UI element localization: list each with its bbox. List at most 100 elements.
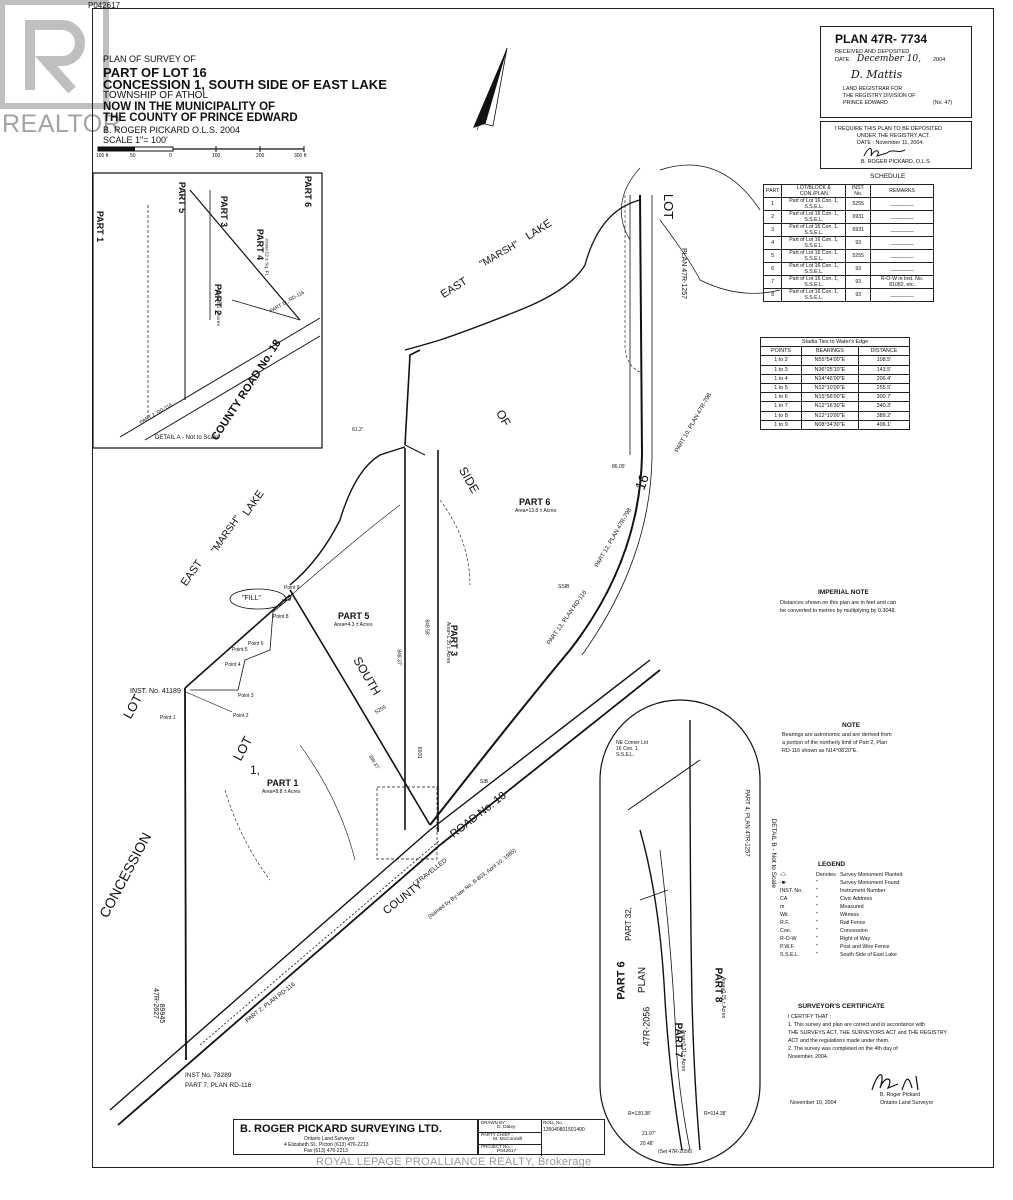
part3-notch	[404, 444, 426, 456]
detail-b-top-line	[627, 759, 701, 811]
label-sib: SIB	[480, 779, 489, 785]
title-line-7: B. ROGER PICKARD O.L.S. 2004	[103, 125, 241, 135]
certificate-line-2: THE SURVEYS ACT, THE SURVEYORS ACT and T…	[788, 1030, 947, 1036]
certificate-line-4: 2. The survey was completed on the 4th d…	[788, 1046, 898, 1052]
certificate-line-5: November, 2004.	[788, 1054, 829, 1060]
schedule-cell: 8	[762, 288, 783, 302]
marsh-edge-mid	[289, 446, 406, 586]
imperial-note-line-2: be converted to metres by multiplying by…	[780, 608, 896, 614]
requirement-line-1: I REQUIRE THIS PLAN TO BE DEPOSITED	[835, 126, 942, 132]
realtor-logo: REALTOR	[0, 0, 121, 140]
drawn-by: D. Daley	[497, 1125, 516, 1130]
certificate-line-3: ACT and the regulations made under them.	[788, 1038, 890, 1044]
legend-item: R-O-W"Right of Way	[780, 936, 871, 942]
label-inst-78289: INST No. 78289	[185, 1072, 232, 1079]
survey-sheet	[92, 8, 994, 1168]
label-dim-83-56: 86.05'	[612, 464, 626, 470]
drawing-info-block: DRAWN BY : D. Daley PARTY CHIEF : M. McC…	[478, 1119, 605, 1156]
registry-requirement-box: I REQUIRE THIS PLAN TO BE DEPOSITED UNDE…	[820, 121, 972, 169]
detail-a-part1: PART 1	[95, 210, 106, 243]
registrar-signature: D. Mattis	[851, 68, 903, 81]
detail-b-part8-area: Area=0.15 ± Acres	[720, 976, 727, 1019]
stadia-cell: 1 to 9	[760, 419, 802, 430]
plan-number: PLAN 47R- 7734	[835, 32, 928, 46]
imperial-note-line-1: Distances shown on this plan are in feet…	[780, 600, 896, 606]
scale-tick-2: 0	[169, 153, 172, 159]
detail-b-frame	[599, 699, 761, 1166]
plan-year: 2004	[933, 57, 946, 63]
plan-received: RECEIVED AND DEPOSITED	[835, 49, 910, 55]
legend-item: P.W.F."Post and Wire Fence	[780, 944, 890, 950]
party-chief-label: PARTY CHIEF :	[481, 1132, 513, 1137]
plan-date-value: December 10,	[857, 54, 922, 64]
stadia-table: Stadia Ties to Water's Edge POINTS BEARI…	[760, 336, 911, 430]
county-road-south-limit	[117, 669, 661, 1126]
detail-b-part6: PART 6	[615, 961, 628, 1000]
label-lot-1-num: 1,	[250, 763, 261, 777]
label-lot-east: LOT	[661, 193, 677, 220]
note-title: NOTE	[842, 722, 861, 729]
detail-b-tie	[639, 889, 669, 901]
detail-a-part4-line	[231, 299, 301, 321]
requirement-line-3: DATE : November 11, 2004.	[857, 140, 924, 146]
label-point-5: Point 5	[232, 647, 248, 653]
detail-b-road-west	[639, 829, 683, 1151]
marsh-edge-upper	[404, 199, 641, 351]
imperial-note-title: IMPERIAL NOTE	[818, 589, 869, 596]
legend-item: CA"Civic Address	[780, 896, 873, 902]
stadia-cell: 406.1'	[857, 419, 911, 430]
part6-old-fence	[439, 499, 471, 586]
schedule-header: LOT/BLOCK & CON./PLAN	[781, 184, 847, 198]
detail-b-bottom-3: 20.48'	[640, 1141, 654, 1147]
surveyor-signature-icon	[863, 148, 906, 157]
detail-a-part5: PART 5	[177, 181, 188, 214]
firm-block: B. ROGER PICKARD SURVEYING LTD. Ontario …	[233, 1119, 478, 1155]
detail-a-part2-area: Area=0.1 ± Acres	[214, 288, 220, 326]
scale-tick-0: 100 ft	[96, 153, 109, 159]
detail-b-part32: PART 32,	[623, 907, 633, 941]
legend-title: LEGEND	[818, 861, 846, 868]
detail-b-plan: PLAN	[637, 966, 649, 994]
detail-b-part4: PART 4, PLAN 47R-1257	[743, 789, 750, 857]
part5-ssib	[282, 591, 293, 601]
detail-a-diagonal	[189, 189, 301, 321]
schedule-table: PART LOT/BLOCK & CON./PLAN INST. No. REM…	[762, 184, 934, 302]
lake-edge-east	[659, 219, 781, 294]
detail-b-caption: DETAIL B - Not to Scale	[769, 818, 777, 888]
detail-a-part3: PART 3	[219, 195, 230, 228]
title-line-1: PLAN OF SURVEY OF	[103, 54, 196, 64]
certificate-line-0: I CERTIFY THAT :	[788, 1014, 832, 1020]
realtor-wordmark: REALTOR	[2, 110, 122, 138]
north-arrow-icon	[473, 47, 508, 131]
schedule-header-row: PART LOT/BLOCK & CON./PLAN INST. No. REM…	[762, 184, 934, 198]
schedule-cell: 4	[762, 236, 783, 250]
plan-deposit-box: PLAN 47R- 7734 RECEIVED AND DEPOSITED DA…	[820, 26, 972, 118]
scale-tick-4: 200	[256, 153, 265, 159]
fill-ellipse	[229, 588, 287, 610]
label-plan-47r1257: PLAN 47R-1257	[679, 248, 687, 299]
legend-item: Wit."Witness	[780, 912, 859, 918]
legend-item: S.S.E.L."South Side of East Lake	[780, 952, 897, 958]
label-fill: "FILL"	[242, 595, 261, 602]
plan-date-label: DATE	[835, 57, 850, 63]
part5-southeast	[289, 589, 431, 826]
county-road-north-limit	[109, 659, 651, 1111]
detail-a-road-north	[144, 335, 321, 441]
label-dim-61-2: 61.2'	[352, 427, 363, 433]
label-part6: PART 6	[519, 497, 551, 507]
legend-item: Con."Concession	[780, 928, 868, 934]
label-89945: 89945	[158, 1003, 166, 1024]
project-number: P042617	[497, 1149, 517, 1154]
title-line-2: PART OF LOT 16	[103, 65, 207, 80]
brokerage-watermark: ROYAL LEPAGE PROALLIANCE REALTY, Brokera…	[316, 1156, 592, 1168]
detail-a-part6: PART 6	[303, 175, 314, 208]
requirement-line-2: UNDER THE REGISTRY ACT.	[857, 133, 931, 139]
firm-name: B. ROGER PICKARD SURVEYING LTD.	[240, 1123, 442, 1135]
